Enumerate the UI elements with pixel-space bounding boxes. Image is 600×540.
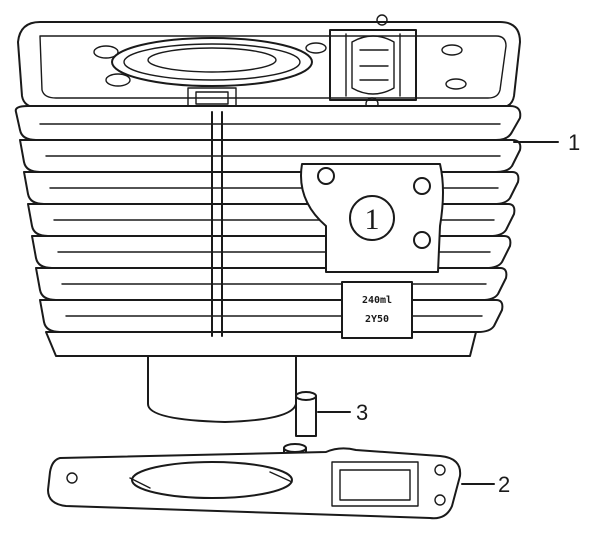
side-boss xyxy=(300,163,444,273)
model-label: 2Y50 xyxy=(365,314,389,325)
callout-part-3: 3 xyxy=(356,400,368,425)
cooling-fins xyxy=(14,105,522,333)
callout-part-1: 1 xyxy=(568,130,580,155)
base-gasket xyxy=(47,447,462,520)
leader-lines xyxy=(317,141,559,485)
cylinder-sleeve xyxy=(147,351,297,423)
displacement-label: 240ml xyxy=(362,295,392,306)
embossed-mark: 1 xyxy=(365,203,380,236)
cylinder-block xyxy=(14,14,522,357)
callout-part-2: 2 xyxy=(498,472,510,497)
